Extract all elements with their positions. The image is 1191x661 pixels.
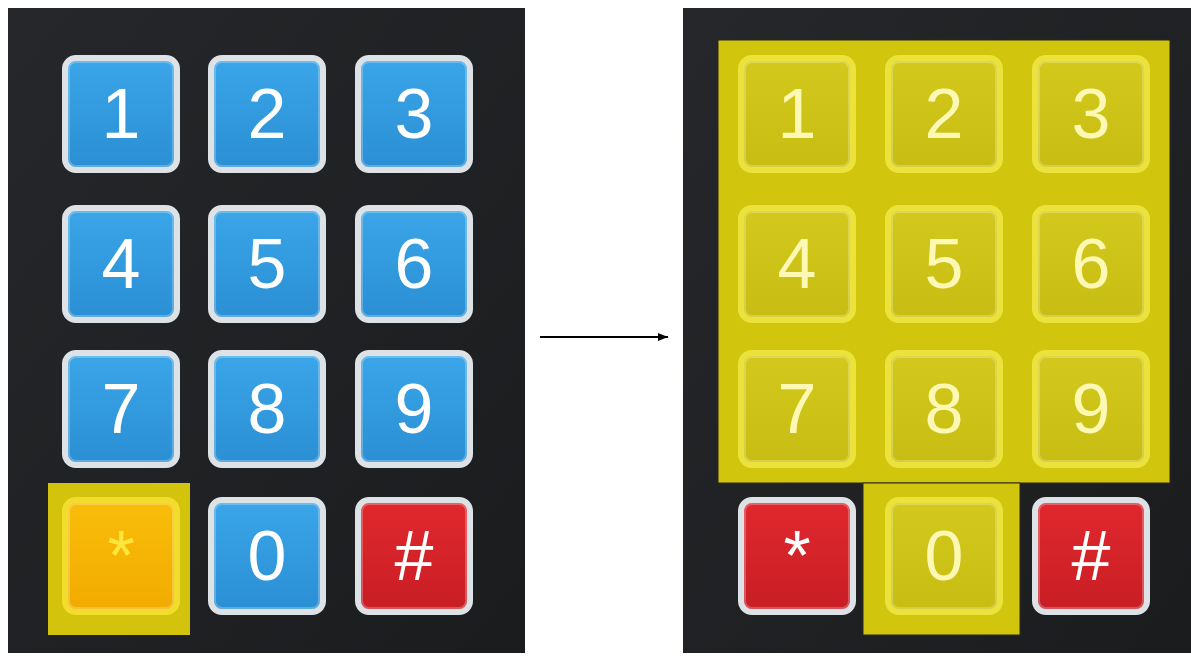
- keypad-key: 4: [738, 205, 856, 323]
- key-label: #: [395, 521, 434, 591]
- key-label: 4: [778, 229, 817, 299]
- keypad-key: 2: [208, 55, 326, 173]
- keypad-key: 6: [1032, 205, 1150, 323]
- key-label: 7: [778, 374, 817, 444]
- keypad-key: 8: [885, 350, 1003, 468]
- highlight-region: [863, 483, 1020, 635]
- keypad-key: 5: [885, 205, 1003, 323]
- keypad-panel: [683, 8, 1191, 653]
- key-label: 8: [248, 374, 287, 444]
- key-label: 9: [1072, 374, 1111, 444]
- keypad-panel: [8, 8, 525, 653]
- key-label: 5: [248, 229, 287, 299]
- key-label: 7: [102, 374, 141, 444]
- keypad-key: 9: [355, 350, 473, 468]
- keypad-key: 7: [738, 350, 856, 468]
- highlight-region: [718, 40, 1170, 483]
- key-label: 0: [925, 521, 964, 591]
- key-label: 3: [395, 79, 434, 149]
- keypad-key: 3: [1032, 55, 1150, 173]
- key-label: #: [1072, 521, 1111, 591]
- key-label: 1: [102, 79, 141, 149]
- keypad-key: #: [355, 497, 473, 615]
- keypad-key: 8: [208, 350, 326, 468]
- key-label: 6: [395, 229, 434, 299]
- keypad-key: 9: [1032, 350, 1150, 468]
- keypad-key: 3: [355, 55, 473, 173]
- keypad-key: 6: [355, 205, 473, 323]
- key-label: *: [783, 521, 810, 591]
- key-label: 9: [395, 374, 434, 444]
- keypad-panel: 1 2 3 4 5 6 7 8 9 * 0 #: [683, 8, 1191, 653]
- key-label: 1: [778, 79, 817, 149]
- key-label: 4: [102, 229, 141, 299]
- keypad-key: 0: [885, 497, 1003, 615]
- key-label: 6: [1072, 229, 1111, 299]
- key-label: *: [107, 521, 134, 591]
- key-label: 5: [925, 229, 964, 299]
- key-label: 2: [248, 79, 287, 149]
- keypad-key: 1: [738, 55, 856, 173]
- key-label: 3: [1072, 79, 1111, 149]
- keypad-key: *: [62, 497, 180, 615]
- keypad-key: #: [1032, 497, 1150, 615]
- key-label: 8: [925, 374, 964, 444]
- keypad-key: *: [738, 497, 856, 615]
- key-label: 2: [925, 79, 964, 149]
- keypad-key: 0: [208, 497, 326, 615]
- keypad-key: 7: [62, 350, 180, 468]
- key-label: 0: [248, 521, 287, 591]
- keypad-key: 2: [885, 55, 1003, 173]
- keypad-panel: 1 2 3 4 5 6 7 8 9 * 0 #: [8, 8, 525, 653]
- keypad-key: 4: [62, 205, 180, 323]
- keypad-key: 1: [62, 55, 180, 173]
- flow-arrow: [540, 336, 668, 338]
- keypad-key: 5: [208, 205, 326, 323]
- highlight-region: [48, 483, 190, 635]
